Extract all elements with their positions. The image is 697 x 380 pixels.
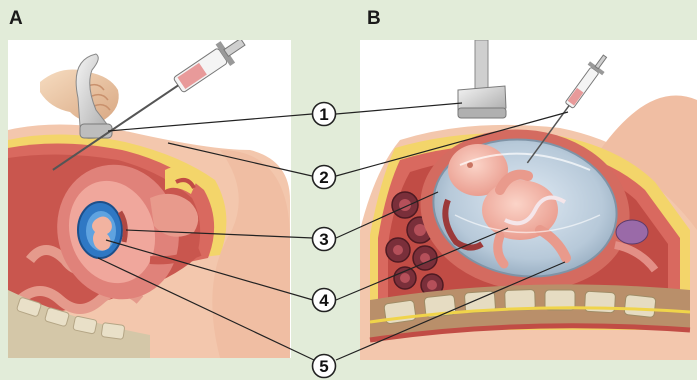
callout-2: 2 (313, 166, 336, 189)
callout-badges: 1 2 3 4 5 (313, 103, 336, 378)
callout-1-label: 1 (319, 105, 328, 124)
callout-2-label: 2 (319, 168, 328, 187)
callout-1: 1 (313, 103, 336, 126)
callout-3: 3 (313, 228, 336, 251)
callout-3-label: 3 (319, 230, 328, 249)
panel-a-sagittal-section (8, 31, 291, 358)
callout-5: 5 (313, 355, 336, 378)
callout-4: 4 (313, 289, 336, 312)
panel-b-3d-section (360, 40, 697, 360)
callout-4-label: 4 (319, 291, 329, 310)
callout-5-label: 5 (319, 357, 328, 376)
